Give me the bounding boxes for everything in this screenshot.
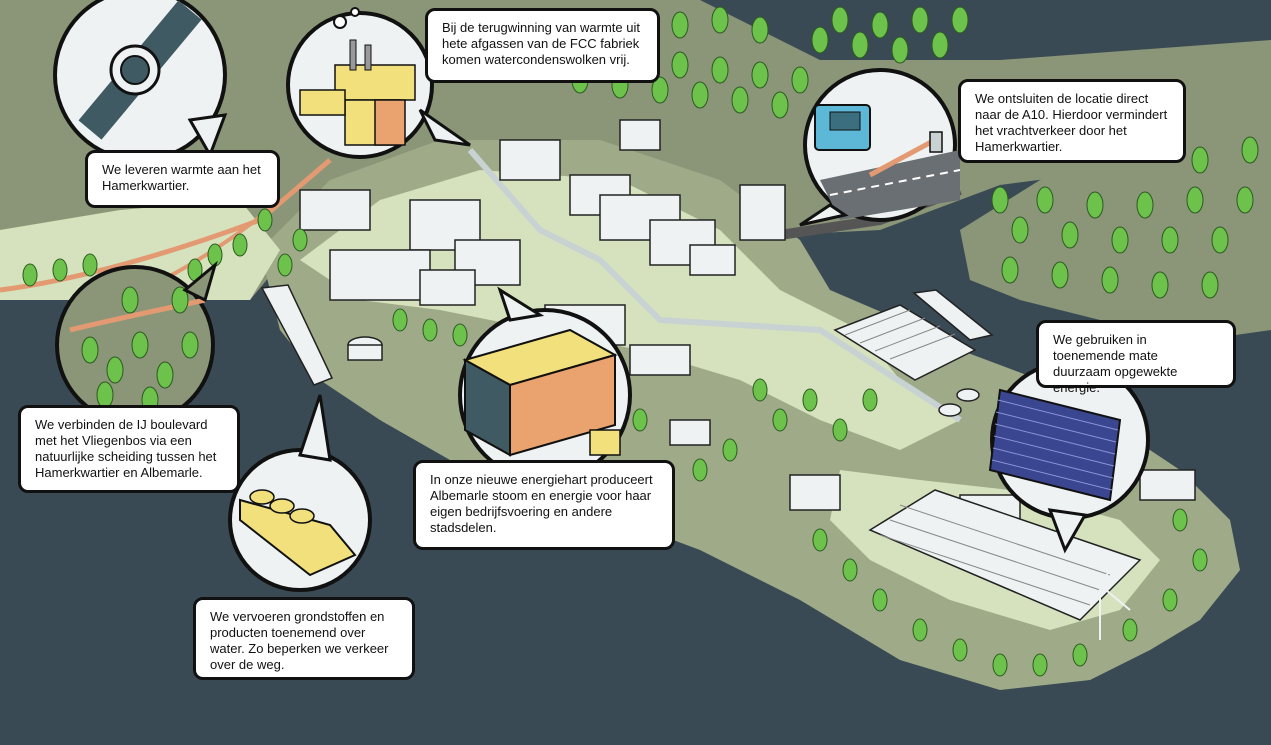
shed-roofs — [833, 304, 1142, 621]
callout-fcc: Bij de terugwinning van warmte uit hete … — [425, 8, 660, 83]
callout-text: We gebruiken in toenemende mate duurzaam… — [1053, 332, 1178, 395]
building-group — [299, 119, 1196, 531]
callout-text: Bij de terugwinning van warmte uit hete … — [442, 20, 640, 67]
cargo-ship-icon — [228, 394, 372, 592]
heat-pipe-icon — [53, 0, 228, 162]
callout-text: We ontsluiten de locatie direct naar de … — [975, 91, 1168, 154]
callout-duurzaam: We gebruiken in toenemende mate duurzaam… — [1036, 320, 1236, 395]
wind-turbine-icon — [1059, 554, 1131, 640]
forest-icon — [55, 260, 218, 425]
callout-energiehart: In onze nieuwe energiehart produceert Al… — [413, 460, 675, 550]
callout-text: We vervoeren grondstoffen en producten t… — [210, 609, 389, 672]
energy-hub-building-icon — [458, 286, 632, 482]
solar-panel-icon — [988, 360, 1150, 554]
callout-water: We vervoeren grondstoffen en producten t… — [193, 597, 415, 680]
callout-a10: We ontsluiten de locatie direct naar de … — [958, 79, 1186, 163]
callout-text: In onze nieuwe energiehart produceert Al… — [430, 472, 653, 535]
callout-text: We leveren warmte aan het Hamerkwartier. — [102, 162, 261, 193]
callout-boulevard: We verbinden de IJ boulevard met het Vli… — [18, 405, 240, 493]
callout-warmte: We leveren warmte aan het Hamerkwartier. — [85, 150, 280, 208]
tanks — [347, 336, 980, 417]
boats — [260, 284, 994, 386]
pipeline — [467, 148, 962, 423]
truck-barrier-icon — [799, 68, 961, 227]
roof-lines — [844, 309, 1111, 606]
fcc-factory-icon — [286, 7, 471, 159]
callout-text: We verbinden de IJ boulevard met het Vli… — [35, 417, 217, 480]
